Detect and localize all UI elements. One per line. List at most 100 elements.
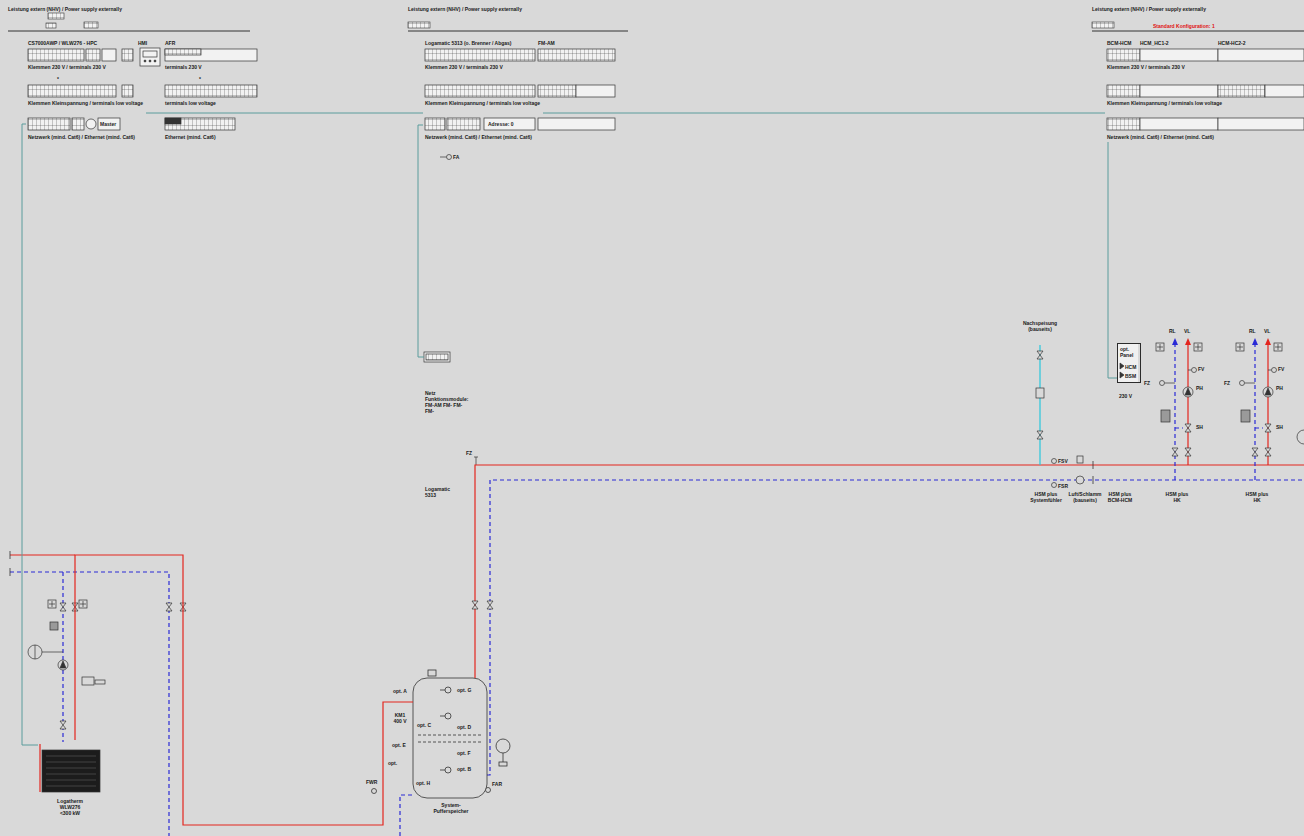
terminal-strip xyxy=(1140,85,1218,97)
terminal-strip xyxy=(28,49,84,61)
node-text: Klemmen 230 V / terminals 230 V xyxy=(425,64,503,70)
terminal-strip xyxy=(1265,85,1304,97)
valve-symbol xyxy=(60,721,66,729)
pipe-label: RL xyxy=(1169,328,1176,334)
component-label: Luft/Schlamm (bauseits) xyxy=(1066,491,1104,503)
connection-label: opt. C xyxy=(417,722,431,728)
buffer-tank-drawing xyxy=(428,670,436,676)
pipe-label: VL xyxy=(1264,328,1270,334)
node-text: BSM xyxy=(1125,373,1136,379)
terminal-strip xyxy=(122,49,133,61)
connection-label: opt. xyxy=(388,760,397,766)
buffer-tank-drawing xyxy=(445,687,451,693)
network-cable xyxy=(1108,142,1117,378)
voltage-label: 230 V xyxy=(1119,393,1132,399)
terminal-strip xyxy=(576,85,615,97)
sensor-label: FV xyxy=(1198,366,1204,372)
function-module: FM-AM xyxy=(536,36,616,142)
component-label: HSM plus Systemfühler xyxy=(1027,491,1065,503)
buffer-tank-drawing xyxy=(496,739,510,753)
heating-circuit xyxy=(1192,368,1197,373)
pipe-end xyxy=(10,461,1093,576)
node-title: opt. Panel xyxy=(1120,346,1138,358)
node-title: CS7000AWP / WLW276 - HPC xyxy=(28,40,97,46)
supply-symbol xyxy=(46,13,1114,28)
component-label: KM1 400 V xyxy=(391,712,409,724)
sensor-symbol xyxy=(474,457,478,458)
sensor-label: FZ xyxy=(466,450,472,456)
node-text: Klemmen 230 V / terminals 230 V xyxy=(1107,64,1185,70)
heating-circuit xyxy=(1268,370,1272,371)
pipe-end xyxy=(10,568,11,576)
heating-circuit xyxy=(1272,368,1277,373)
heating-circuit xyxy=(1165,383,1176,384)
room-controller-module: AFRterminals 230 Vterminals low voltageE… xyxy=(163,36,259,142)
terminal-strip xyxy=(1140,118,1218,130)
terminal-strip xyxy=(72,118,84,130)
heating-pipe xyxy=(400,795,413,836)
heat-pump-hydraulics xyxy=(42,750,100,792)
terminal-strip xyxy=(425,118,445,130)
circuit-module: HCM-HC2-2 xyxy=(1216,36,1296,56)
section-heading: Leistung extern (NHV) / Power supply ext… xyxy=(408,6,522,12)
heating-circuit xyxy=(1172,338,1178,345)
node-title: HMI xyxy=(138,40,147,46)
system-sensor xyxy=(1118,343,1138,382)
pipe-label: RL xyxy=(1249,328,1256,334)
heat-pump-hydraulics xyxy=(28,645,42,659)
valve-label: SH xyxy=(1276,424,1283,430)
heating-pipe xyxy=(1188,345,1268,465)
node-title: HCM-HC2-2 xyxy=(1218,40,1246,46)
connection-label: opt. A xyxy=(393,688,407,694)
terminal-strip xyxy=(149,60,151,62)
valve-symbol xyxy=(1172,448,1178,456)
buffer-tank-drawing xyxy=(499,762,507,766)
footnote-mark: * xyxy=(57,76,59,82)
node-text: terminals 230 V xyxy=(165,64,202,70)
system-sensor xyxy=(1052,459,1057,464)
circuit-module: BCM-HCMKlemmen 230 V / terminals 230 VKl… xyxy=(1105,36,1225,142)
terminal-strip xyxy=(1107,118,1140,130)
heat-pump-hydraulics xyxy=(42,652,63,653)
heating-circuit xyxy=(1240,381,1245,386)
heating-circuit xyxy=(1157,344,1163,350)
valve-symbol xyxy=(1185,424,1191,432)
terminal-strip xyxy=(28,48,1304,130)
component-label: HSM plus HK xyxy=(1163,491,1191,503)
module-icon xyxy=(426,354,448,360)
terminal-strip xyxy=(165,118,181,124)
terminal-strip xyxy=(1107,49,1140,61)
valve-symbol xyxy=(60,351,1271,729)
heating-pipe xyxy=(1175,345,1263,480)
system-sensor xyxy=(1052,483,1057,488)
system-sensor xyxy=(1297,430,1304,444)
heating-circuit xyxy=(1160,381,1165,386)
terminal-strip xyxy=(122,85,133,97)
heat-pump-hydraulics xyxy=(82,677,94,685)
valve-symbol xyxy=(472,601,478,609)
heat-pump-hydraulics xyxy=(80,601,86,607)
buffer-tank-drawing xyxy=(418,735,482,736)
header-rule xyxy=(8,31,250,32)
supply-symbol xyxy=(408,22,430,28)
network-cable xyxy=(543,113,1105,114)
valve-symbol xyxy=(1265,424,1271,432)
heat-pump-hydraulics xyxy=(95,680,105,684)
valve-symbol xyxy=(487,601,493,609)
component-label: HSM plus BCM-HCM xyxy=(1104,491,1136,503)
component-label: HSM plus HK xyxy=(1243,491,1271,503)
terminal-strip xyxy=(28,118,70,130)
terminal-strip xyxy=(165,85,257,97)
node-text: terminals low voltage xyxy=(165,100,216,106)
node-text: Klemmen Kleinspannung / terminals low vo… xyxy=(425,100,540,106)
node-title: HCM_HC1-2 xyxy=(1140,40,1169,46)
supply-symbol xyxy=(48,13,64,19)
supply-symbol xyxy=(84,22,98,28)
valve-symbol xyxy=(1185,448,1191,456)
heating-pipe xyxy=(1039,345,1040,465)
terminal-strip xyxy=(1140,49,1218,61)
